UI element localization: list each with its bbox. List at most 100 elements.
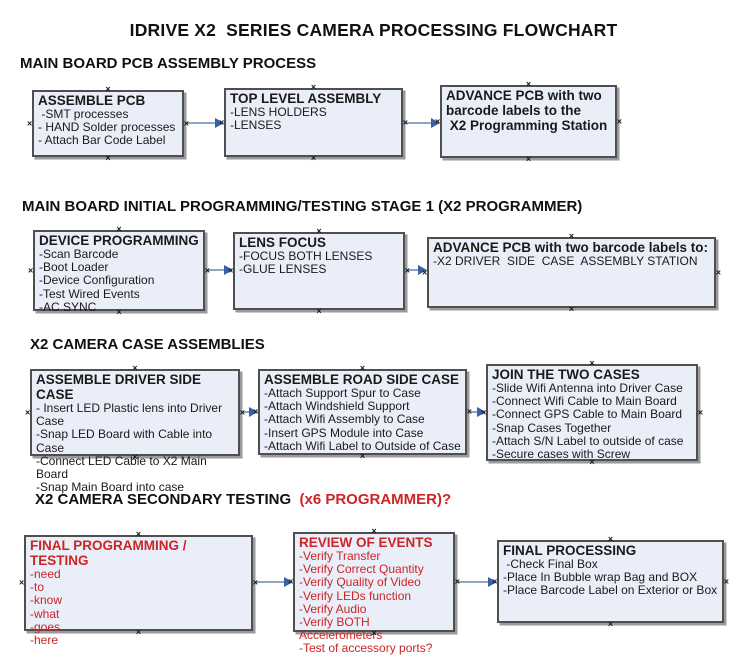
connection-handle-icon[interactable] [360, 364, 365, 373]
box-final-programming-testing[interactable]: FINAL PROGRAMMING / TESTING -need -to -k… [24, 535, 253, 647]
process-step: -Verify Correct Quantity [299, 562, 424, 577]
connection-handle-icon[interactable] [311, 154, 316, 163]
box-title: ADVANCE PCB with two barcode labels to: [433, 240, 709, 255]
process-step: -AC SYNC [39, 299, 97, 314]
connection-handle-icon[interactable] [27, 119, 32, 128]
connection-handle-icon[interactable] [105, 154, 110, 163]
connection-handle-icon[interactable] [136, 530, 141, 539]
connection-handle-icon[interactable] [132, 453, 137, 462]
connector-arrow[interactable] [456, 577, 497, 587]
box-final-processing[interactable]: FINAL PROCESSING -Check Final Box -Place… [497, 540, 724, 623]
process-step: -Verify Transfer [299, 549, 381, 563]
connection-handle-icon[interactable] [116, 225, 121, 234]
connection-handle-icon[interactable] [371, 629, 376, 638]
process-step: -Device Configuration [39, 273, 155, 288]
process-step: -to [30, 580, 45, 595]
box-assemble-driver-side-case[interactable]: ASSEMBLE DRIVER SIDE CASE - Insert LED P… [30, 369, 240, 494]
arrow-line [456, 581, 491, 583]
box-title: ASSEMBLE DRIVER SIDE CASE [36, 372, 205, 402]
connection-handle-icon[interactable] [316, 227, 321, 236]
connection-handle-icon[interactable] [405, 267, 410, 276]
process-step: - Attach Bar Code Label [38, 133, 166, 148]
section-header-secondary-testing: X2 CAMERA SECONDARY TESTING (x6 PROGRAMM… [35, 491, 451, 508]
connection-handle-icon[interactable] [132, 364, 137, 373]
box-title: ASSEMBLE ROAD SIDE CASE [264, 372, 460, 387]
process-step: -LENSES [230, 118, 282, 133]
connection-handle-icon[interactable] [422, 268, 427, 277]
box-advance-pcb-driver-side-station[interactable]: ADVANCE PCB with two barcode labels to: … [427, 237, 716, 308]
connection-handle-icon[interactable] [455, 578, 460, 587]
connection-handle-icon[interactable] [716, 268, 721, 277]
connection-handle-icon[interactable] [698, 408, 703, 417]
section-header-text: X2 CAMERA SECONDARY TESTING [35, 491, 300, 508]
connection-handle-icon[interactable] [526, 155, 531, 164]
connection-handle-icon[interactable] [25, 408, 30, 417]
box-advance-pcb-programming-station[interactable]: ADVANCE PCB with two barcode labels to t… [440, 85, 617, 158]
connection-handle-icon[interactable] [589, 458, 594, 467]
process-step: -GLUE LENSES [239, 262, 327, 277]
connection-handle-icon[interactable] [608, 535, 613, 544]
connection-handle-icon[interactable] [136, 628, 141, 637]
connection-handle-icon[interactable] [481, 408, 486, 417]
connection-handle-icon[interactable] [316, 307, 321, 316]
connection-handle-icon[interactable] [569, 305, 574, 314]
connection-handle-icon[interactable] [526, 80, 531, 89]
process-step: -Test Wired Events [39, 286, 140, 301]
connection-handle-icon[interactable] [205, 266, 210, 275]
connection-handle-icon[interactable] [105, 85, 110, 94]
connection-handle-icon[interactable] [492, 577, 497, 586]
process-step: -Attach S/N Label to outside of case [492, 433, 684, 448]
box-title: TOP LEVEL ASSEMBLY [230, 91, 382, 106]
connection-handle-icon[interactable] [311, 83, 316, 92]
connection-handle-icon[interactable] [360, 452, 365, 461]
box-assemble-road-side-case[interactable]: ASSEMBLE ROAD SIDE CASE -Attach Support … [258, 369, 467, 455]
arrow-line [404, 122, 434, 124]
connection-handle-icon[interactable] [228, 267, 233, 276]
process-step: -FOCUS BOTH LENSES [239, 249, 373, 263]
process-step: - HAND Solder processes [38, 120, 176, 135]
connection-handle-icon[interactable] [253, 408, 258, 417]
arrow-line [241, 411, 252, 413]
connection-handle-icon[interactable] [240, 408, 245, 417]
process-step: -Verify LEDs function [299, 588, 412, 603]
process-step: -Snap LED Board with Cable into Case [36, 427, 216, 455]
process-step: -Verify Audio [299, 601, 367, 616]
connection-handle-icon[interactable] [435, 117, 440, 126]
connection-handle-icon[interactable] [467, 408, 472, 417]
connection-handle-icon[interactable] [219, 118, 224, 127]
connection-handle-icon[interactable] [19, 579, 24, 588]
connection-handle-icon[interactable] [589, 359, 594, 368]
connection-handle-icon[interactable] [403, 118, 408, 127]
box-review-of-events[interactable]: REVIEW OF EVENTS -Verify Transfer -Verif… [293, 532, 455, 655]
connection-handle-icon[interactable] [288, 578, 293, 587]
box-device-programming[interactable]: DEVICE PROGRAMMING -Scan Barcode -Boot L… [33, 230, 205, 314]
box-join-the-two-cases[interactable]: JOIN THE TWO CASES -Slide Wifi Antenna i… [486, 364, 698, 461]
box-lens-focus[interactable]: LENS FOCUS -FOCUS BOTH LENSES -GLUE LENS… [233, 232, 405, 310]
box-title: FINAL PROCESSING [503, 543, 637, 558]
connection-handle-icon[interactable] [371, 527, 376, 536]
box-title: REVIEW OF EVENTS [299, 535, 433, 550]
process-step: -SMT processes [38, 107, 129, 121]
connection-handle-icon[interactable] [617, 117, 622, 126]
box-title: JOIN THE TWO CASES [492, 367, 640, 382]
arrow-line [406, 269, 421, 271]
connection-handle-icon[interactable] [184, 119, 189, 128]
arrow-line [206, 269, 227, 271]
process-step: -Slide Wifi Antenna into Driver Case [492, 381, 683, 395]
box-assemble-pcb[interactable]: ASSEMBLE PCB -SMT processes - HAND Solde… [32, 90, 184, 157]
process-step: -Place In Bubble wrap Bag and BOX [503, 570, 698, 585]
process-step: -Verify BOTH Accelerometers [299, 615, 383, 643]
connection-handle-icon[interactable] [569, 232, 574, 241]
connection-handle-icon[interactable] [28, 266, 33, 275]
process-step: -Insert GPS Module into Case [264, 425, 424, 440]
connection-handle-icon[interactable] [116, 308, 121, 317]
connection-handle-icon[interactable] [724, 577, 729, 586]
box-title: FINAL PROGRAMMING / TESTING [30, 538, 191, 568]
section-header-pcb-assembly: MAIN BOARD PCB ASSEMBLY PROCESS [20, 55, 317, 72]
process-step: -Attach Wifi Label to Outside of Case [264, 438, 461, 453]
connection-handle-icon[interactable] [608, 620, 613, 629]
connection-handle-icon[interactable] [253, 579, 258, 588]
process-step: -Scan Barcode [39, 247, 119, 261]
process-step: -goes [30, 619, 61, 634]
box-top-level-assembly[interactable]: TOP LEVEL ASSEMBLY -LENS HOLDERS -LENSES [224, 88, 403, 157]
